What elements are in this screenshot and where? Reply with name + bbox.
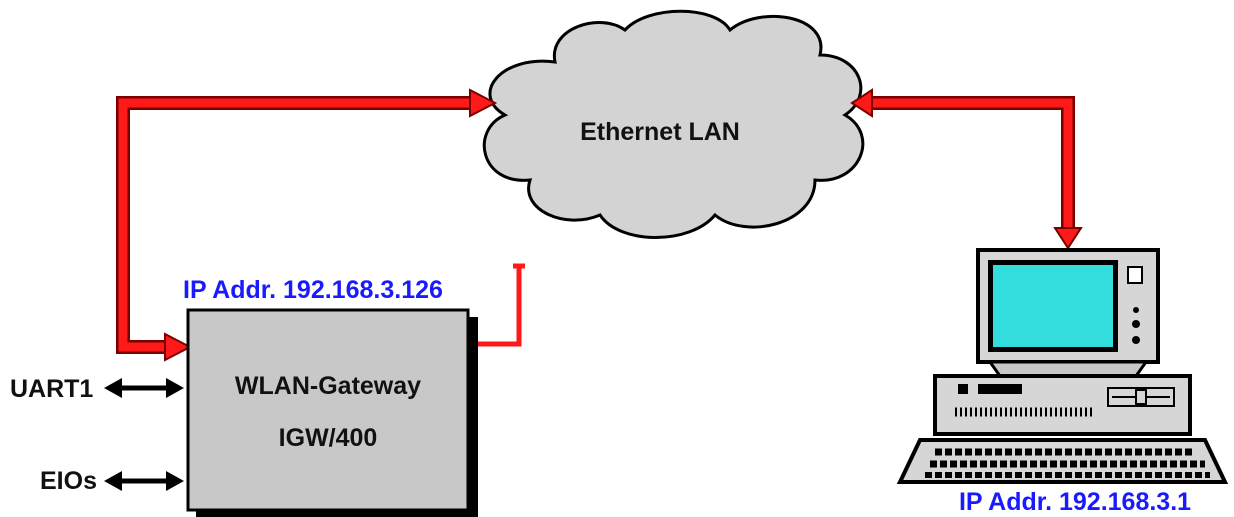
monitor-knob-icon [1132,320,1140,328]
pc-lan-link [850,88,1083,250]
arrowhead-to-cloud-right [850,88,873,118]
monitor-knob-icon [1132,336,1140,344]
gateway-box [186,308,470,512]
monitor-stand [987,360,1149,378]
gateway-lan-link [116,88,498,362]
drive-bay [958,384,968,394]
gateway-model: IGW/400 [279,424,378,452]
ethernet-lan-cloud: Ethernet LAN [482,9,865,239]
arrowhead-to-pc [1053,227,1083,250]
uart1-label: UART1 [10,375,93,403]
arrowhead-to-cloud [469,88,498,118]
antenna-line [468,263,525,347]
monitor-knob-icon [1133,307,1139,313]
cloud-shape [482,9,865,239]
eios-arrow-right [166,471,184,491]
gateway-name: WLAN-Gateway [235,372,421,400]
wlan-gateway: WLAN-Gateway IGW/400 [186,308,478,517]
eios-port: EIOs [40,467,184,495]
floppy-slot [1107,387,1175,407]
eios-label: EIOs [40,467,97,495]
drive-bay [978,384,1022,394]
uart1-port: UART1 [10,375,184,403]
monitor-screen [993,265,1113,347]
floppy-latch [1135,389,1147,405]
eios-arrow-left [104,471,122,491]
monitor-power-button [1127,266,1143,284]
system-unit [933,374,1192,436]
pc-ip-label: IP Addr. 192.168.3.1 [959,488,1191,516]
computer-icon [896,248,1229,484]
arrowhead-to-gateway [164,332,193,362]
cloud-label: Ethernet LAN [580,118,740,146]
uart1-arrow-right [166,378,184,398]
uart1-arrow-left [104,378,122,398]
gateway-ip-label: IP Addr. 192.168.3.126 [183,276,443,304]
